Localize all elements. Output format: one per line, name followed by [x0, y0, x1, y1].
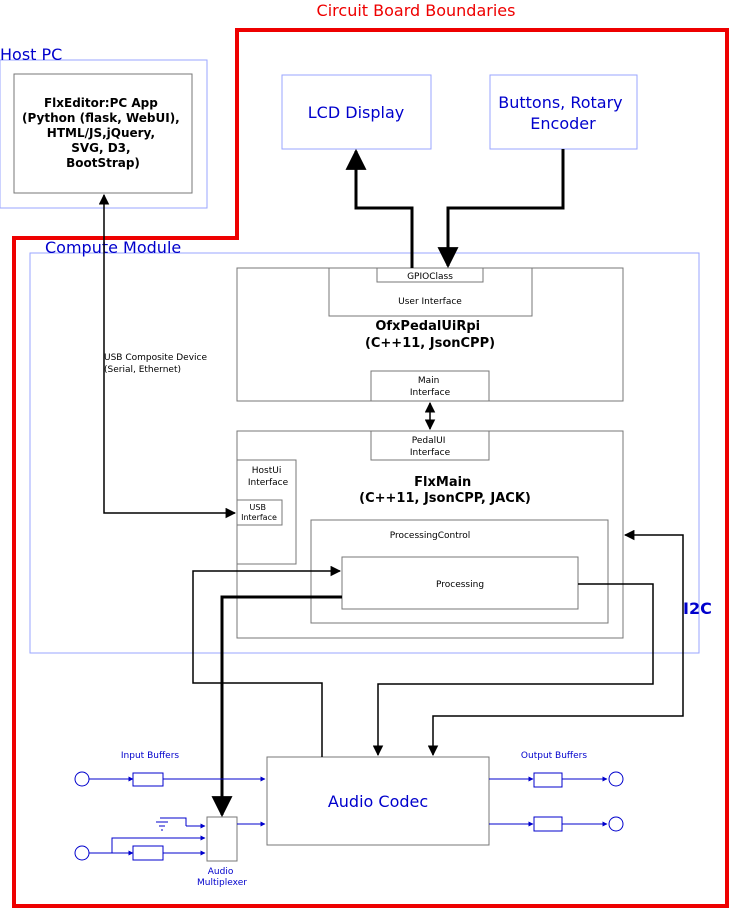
audio-multiplexer-label: Audio Multiplexer [197, 867, 247, 888]
input-buffer-1 [132, 772, 164, 787]
processing-label: Processing [436, 580, 484, 590]
main-interface-label: Main Interface [410, 376, 451, 398]
lcd-display-label: LCD Display [308, 103, 404, 122]
usb-link-arrow [98, 193, 237, 519]
output-buffers-label: Output Buffers [521, 751, 587, 761]
user-interface-label: User Interface [398, 297, 462, 307]
buttons-encoder-box [489, 74, 638, 150]
output-jack-2 [608, 816, 624, 832]
flxeditor-text: FlxEditor:PC App (Python (flask, WebUI),… [22, 96, 184, 170]
usb-interface-box [236, 499, 283, 526]
usb-interface-label: USB Interface [241, 503, 277, 522]
flxmain-text: FlxMain (C++11, JsonCPP, JACK) [359, 475, 531, 506]
audio-codec-box [266, 756, 490, 846]
input-buffers-label: Input Buffers [121, 751, 179, 761]
ground-icon [156, 817, 187, 831]
audio-multiplexer-box [206, 816, 238, 862]
gpioclass-box [376, 267, 484, 283]
output-buffer-1 [533, 772, 563, 788]
input-jack-2 [74, 845, 90, 861]
output-buffer-2 [533, 816, 563, 832]
compute-module-label: Compute Module [45, 238, 181, 257]
codec-to-processing-arrow [192, 565, 342, 757]
output-jack-1 [608, 771, 624, 787]
board-label: Circuit Board Boundaries [317, 1, 516, 20]
lcd-display-box [281, 74, 432, 150]
processing-to-mux-arrow [211, 595, 342, 818]
flxeditor-box [13, 73, 193, 194]
audio-codec-label: Audio Codec [328, 792, 428, 811]
main-interface-box [370, 370, 490, 402]
pedalui-interface-label: PedalUI Interface [410, 436, 451, 458]
compute-module-box [29, 252, 700, 654]
input-jack-1 [74, 771, 90, 787]
ui-to-lcd-arrow [345, 148, 414, 268]
buttons-encoder-label: Buttons, Rotary Encoder [498, 93, 628, 133]
i2c-label: I2C [683, 599, 712, 618]
pedalui-interface-box [370, 430, 490, 461]
connectors [98, 148, 684, 818]
hostui-interface-label: HostUi Interface [248, 466, 289, 488]
processing-control-label: ProcessingControl [390, 531, 471, 541]
input-buffer-2 [132, 845, 164, 861]
usb-composite-label: USB Composite Device (Serial, Ethernet) [104, 353, 210, 375]
buttons-to-gpio-arrow [437, 149, 565, 269]
ofxpedalui-text: OfxPedalUiRpi (C++11, JsonCPP) [365, 319, 495, 351]
audio-wiring [74, 771, 624, 861]
i2c-arrow [427, 529, 684, 757]
board-boundary [12, 28, 729, 908]
host-pc-label: Host PC [0, 45, 62, 64]
gpioclass-label: GPIOClass [407, 272, 453, 282]
